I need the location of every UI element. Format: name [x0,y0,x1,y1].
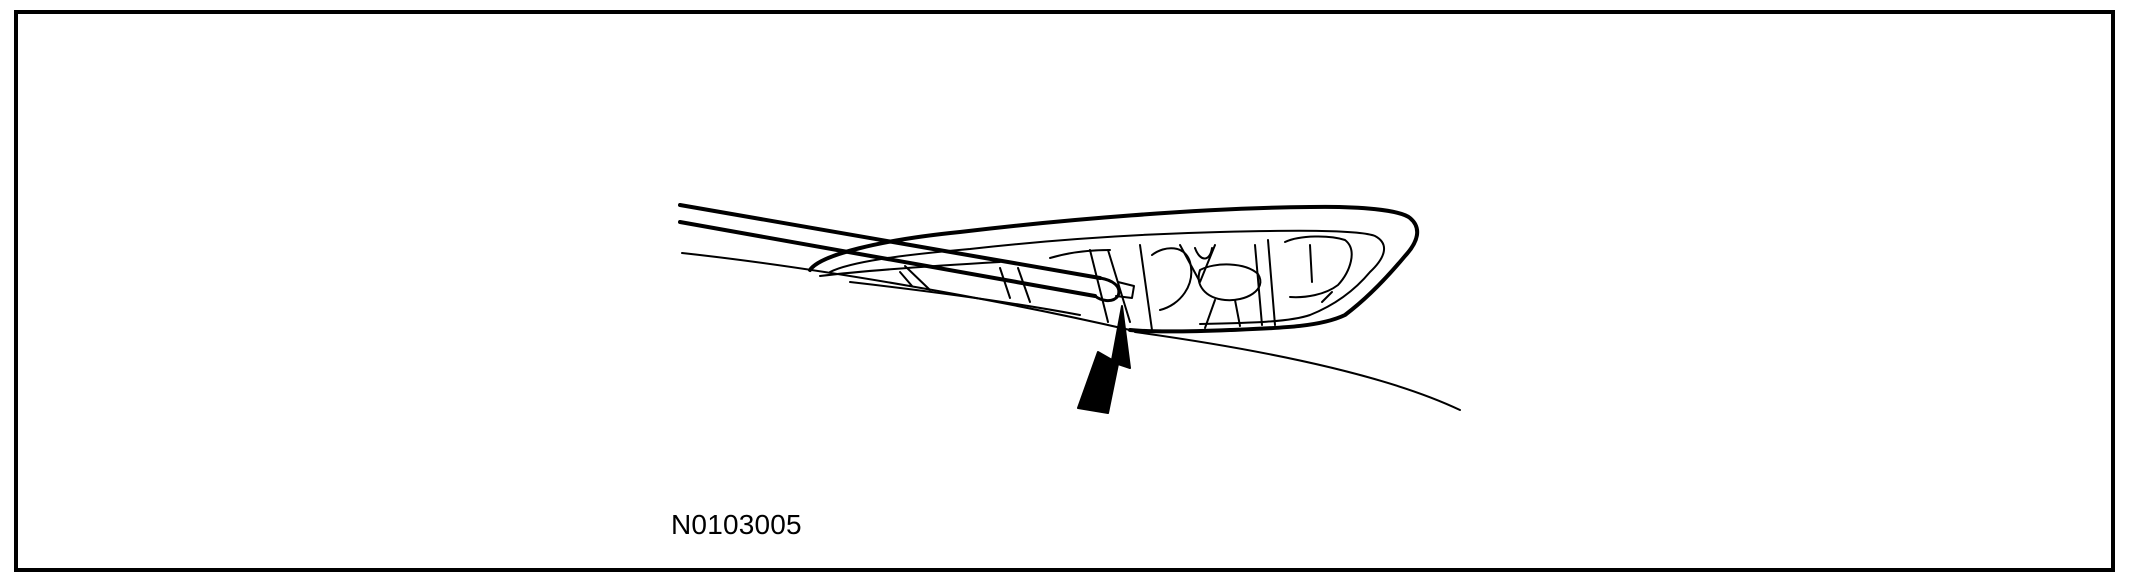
figure-id-label: N0103005 [671,509,802,540]
trim-cover [808,204,1420,334]
arrow-up-icon [1077,305,1131,414]
screwdriver-icon [678,203,1135,303]
roof-panel-line [681,252,1461,411]
clip-housing [899,235,1353,331]
